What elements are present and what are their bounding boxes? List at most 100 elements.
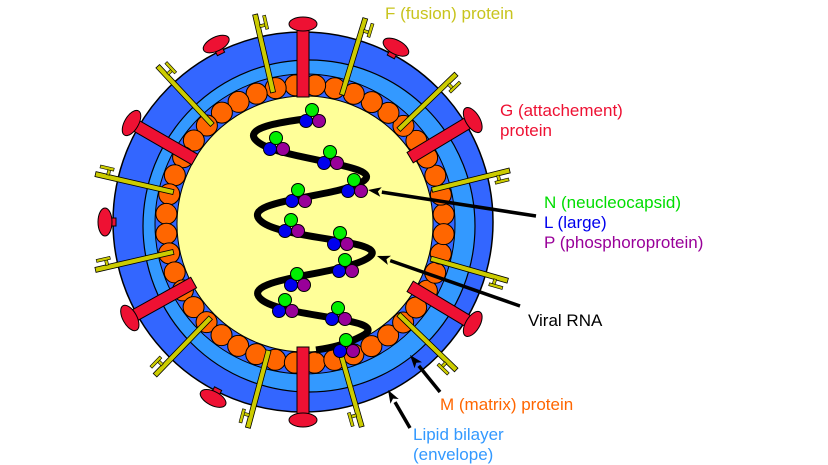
label-f-protein: F (fusion) protein [385,4,514,23]
n-protein [305,103,319,117]
matrix-bead [210,101,233,124]
nlp-complex [333,333,360,358]
g-protein-stem [296,26,310,98]
g-protein-head [121,109,142,137]
n-protein [291,183,305,197]
matrix-bead [227,334,250,357]
f-protein-shaft [94,249,175,273]
g-protein [406,280,483,338]
matrix-bead [182,129,205,152]
matrix-bead [210,324,233,347]
f-protein [252,13,276,94]
f-protein-head [164,61,178,75]
p-protein [291,224,305,238]
f-protein-shaft [152,315,213,378]
p-protein [298,194,312,208]
f-protein-head [494,177,510,185]
g-protein [288,346,318,428]
p-protein [340,237,354,251]
p-protein [297,278,311,292]
g-protein [382,37,410,60]
nlp-complex [285,183,312,208]
f-protein-shaft [429,255,509,284]
nucleocapsid-complexes [263,103,368,358]
g-protein [202,34,230,57]
arrow-head [410,355,423,369]
g-protein-head [382,37,410,57]
f-protein-shaft [94,171,175,195]
arrow-to-nlp [368,187,537,218]
p-protein [346,344,360,358]
f-protein-shaft [338,17,369,97]
f-protein [429,255,509,290]
n-protein [338,253,352,267]
g-protein-head [199,389,227,408]
f-protein-head [95,255,111,263]
label-viral-rna: Viral RNA [528,311,603,330]
f-protein-head [262,14,270,30]
f-protein-head [149,355,163,369]
matrix-bead [360,91,383,114]
f-protein [149,315,213,378]
arrow-shaft [417,364,442,394]
nlp-complex [325,301,352,326]
matrix-bead [182,296,205,319]
label-l-protein: L (large) [544,213,607,232]
matrix-bead [360,335,383,358]
f-protein [94,249,175,273]
g-protein [120,276,198,332]
p-protein [354,184,368,198]
f-protein-head [347,411,355,427]
p-protein [330,156,344,170]
g-protein-head [120,304,140,332]
matrix-bead [245,82,268,105]
matrix-bead [377,324,400,347]
arrow-to-lipid-bilayer [388,390,412,429]
matrix-bead [377,101,400,124]
f-protein [396,312,459,376]
n-protein [333,226,347,240]
g-protein-head [462,106,483,134]
g-protein [121,109,199,166]
label-lipid-bilayer-line2: (envelope) [413,445,494,464]
f-protein-head [99,164,115,172]
nlp-complex [317,145,344,170]
n-protein [269,131,283,145]
matrix-bead [227,90,250,113]
matrix-bead [163,164,186,187]
n-protein [347,173,361,187]
arrow-head [377,255,391,265]
arrow-shaft [389,258,521,308]
f-protein-shaft [155,63,215,128]
f-protein [338,17,375,97]
f-protein-shaft [430,167,511,193]
g-protein [199,386,227,408]
f-protein [238,349,272,429]
arrow-shaft [381,190,537,218]
f-protein-head [436,362,450,376]
g-protein [97,207,117,237]
matrix-bead [155,222,178,245]
n-protein [331,301,345,315]
n-protein [323,145,337,159]
g-protein-head [288,412,318,428]
nlp-complex [341,173,368,198]
nlp-complex [284,267,311,292]
nlp-complex [332,253,359,278]
matrix-bead [163,261,186,284]
nlp-complex [299,103,326,128]
f-protein [155,61,215,128]
f-protein-shaft [244,349,272,429]
arrow-to-matrix [410,355,442,394]
p-protein [338,312,352,326]
f-protein-head [488,282,504,290]
nlp-complex [272,293,299,318]
arrow-head [368,187,382,197]
f-protein-shaft [396,312,459,373]
n-protein [339,333,353,347]
f-protein-shaft [252,13,276,94]
g-protein [406,106,483,164]
g-protein [288,16,318,98]
